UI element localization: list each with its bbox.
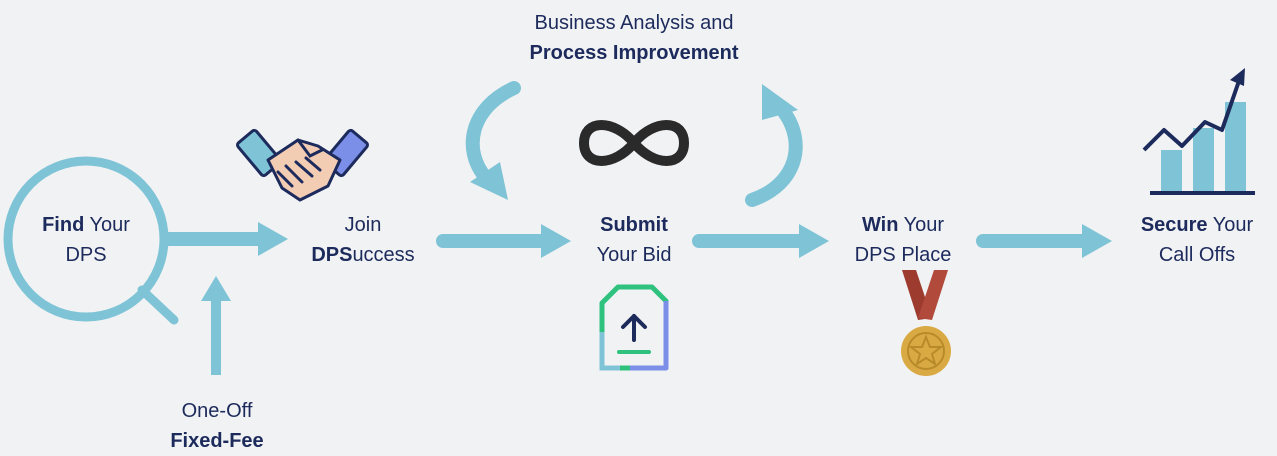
- step-win-bold: Win: [861, 214, 899, 236]
- medal-icon: [901, 270, 951, 376]
- bottom-label: One-Off Fixed-Fee: [137, 396, 297, 456]
- step-join-rest: uccess: [352, 244, 415, 266]
- step-secure-bold: Secure: [1140, 214, 1208, 236]
- step-secure-line2: Call Offs: [1158, 244, 1236, 266]
- flow-arrow-1: [162, 222, 288, 256]
- growth-chart-icon: [1142, 68, 1255, 195]
- curved-arrow-left: [465, 81, 521, 200]
- flow-arrow-up: [201, 276, 231, 375]
- step-find-bold: Find: [42, 214, 85, 236]
- step-find-label: Find Your DPS: [6, 210, 166, 270]
- step-win-line2: DPS Place: [854, 244, 952, 266]
- document-upload-icon: [599, 284, 669, 371]
- infinity-icon: [579, 120, 689, 166]
- step-join-bold: DPS: [311, 244, 353, 266]
- flow-arrow-3: [692, 224, 829, 258]
- handshake-icon: [236, 128, 369, 202]
- top-label-bold: Process Improvement: [529, 42, 739, 64]
- step-secure-rest: Your: [1207, 214, 1254, 236]
- flow-arrow-2: [436, 224, 571, 258]
- flow-arrow-4: [976, 224, 1112, 258]
- step-submit-label: Submit Your Bid: [554, 210, 714, 270]
- bottom-label-line1: One-Off: [181, 400, 253, 422]
- step-win-rest: Your: [898, 214, 945, 236]
- top-label: Business Analysis and Process Improvemen…: [484, 8, 784, 68]
- step-join-label: Join DPSuccess: [283, 210, 443, 270]
- bottom-label-bold: Fixed-Fee: [170, 430, 264, 452]
- step-find-rest: Your: [84, 214, 130, 236]
- step-submit-bold: Submit: [600, 214, 668, 236]
- step-join-line1: Join: [344, 214, 382, 236]
- step-find-line2: DPS: [65, 244, 107, 266]
- step-secure-label: Secure Your Call Offs: [1117, 210, 1277, 270]
- top-label-line1: Business Analysis and: [534, 12, 734, 34]
- step-win-label: Win Your DPS Place: [823, 210, 983, 270]
- curved-arrow-right: [745, 84, 803, 207]
- step-submit-line2: Your Bid: [596, 244, 672, 266]
